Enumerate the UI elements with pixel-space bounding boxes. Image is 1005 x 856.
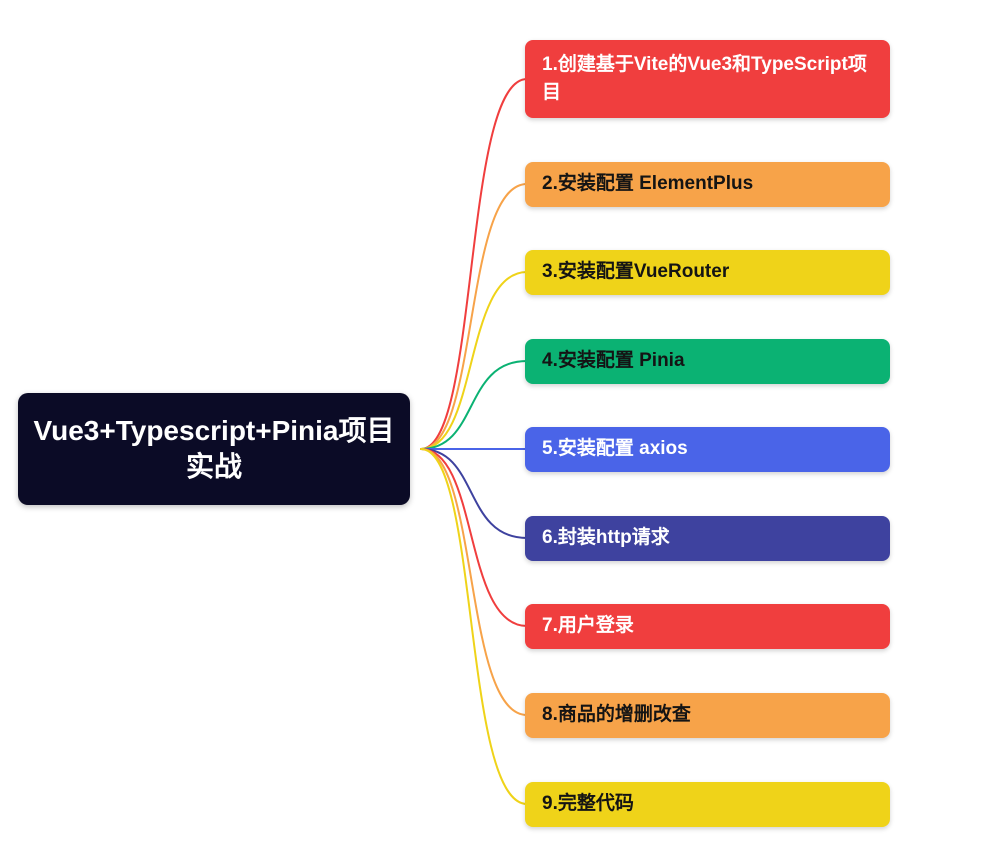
branch-node-8[interactable]: 8.商品的增删改查 (525, 692, 890, 738)
connector-branch-7 (420, 448, 528, 627)
branch-node-7[interactable]: 7.用户登录 (525, 603, 890, 649)
branch-node-2[interactable]: 2.安装配置 ElementPlus (525, 161, 890, 207)
branch-label: 4.安装配置 Pinia (542, 350, 685, 372)
branch-node-9[interactable]: 9.完整代码 (525, 781, 890, 827)
branch-node-6[interactable]: 6.封装http请求 (525, 515, 890, 561)
connector-branch-2 (420, 183, 528, 450)
branch-node-1[interactable]: 1.创建基于Vite的Vue3和TypeScript项目 (525, 40, 890, 118)
central-topic-node[interactable]: Vue3+Typescript+Pinia项目实战 (18, 393, 410, 505)
central-topic-label: Vue3+Typescript+Pinia项目实战 (33, 414, 395, 482)
branch-node-4[interactable]: 4.安装配置 Pinia (525, 338, 890, 384)
connector-branch-9 (420, 448, 528, 805)
branch-label: 5.安装配置 axios (542, 438, 688, 460)
branch-node-3[interactable]: 3.安装配置VueRouter (525, 249, 890, 295)
connector-branch-8 (420, 448, 528, 716)
branch-label: 3.安装配置VueRouter (542, 261, 730, 283)
connector-branch-4 (420, 360, 528, 450)
branch-label: 1.创建基于Vite的Vue3和TypeScript项目 (542, 54, 867, 103)
branch-label: 2.安装配置 ElementPlus (542, 173, 754, 195)
branch-label: 7.用户登录 (542, 615, 634, 637)
branch-label: 9.完整代码 (542, 793, 634, 815)
branch-node-5[interactable]: 5.安装配置 axios (525, 426, 890, 472)
branch-label: 8.商品的增删改查 (542, 704, 691, 726)
connector-branch-6 (420, 448, 528, 539)
connector-branch-3 (420, 271, 528, 450)
connector-branch-1 (420, 78, 528, 450)
branch-label: 6.封装http请求 (542, 527, 670, 549)
